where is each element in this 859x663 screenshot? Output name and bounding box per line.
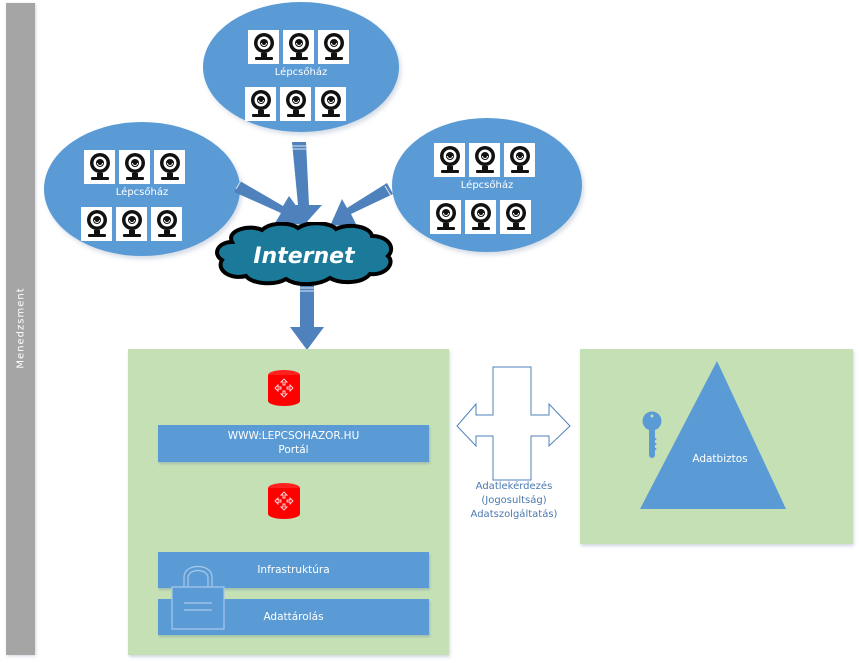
webcam-icon <box>504 143 535 177</box>
webcam-icon <box>151 207 182 241</box>
camera-row <box>245 87 346 121</box>
camera-row <box>84 150 185 184</box>
stairwell-top: Lépcsőház <box>203 2 399 132</box>
infrastructure-bar: Infrastruktúra <box>158 552 429 588</box>
infrastructure-label: Infrastruktúra <box>257 564 330 576</box>
webcam-icon <box>245 87 276 121</box>
camera-row <box>81 207 182 241</box>
stairwell-right: Lépcsőház <box>392 118 582 252</box>
webcam-icon <box>430 200 461 234</box>
storage-label: Adattárolás <box>263 611 324 623</box>
stairwell-left: Lépcsőház <box>44 122 240 256</box>
bidirectional-arrow <box>456 366 571 481</box>
webcam-icon <box>280 87 311 121</box>
webcam-icon <box>81 207 112 241</box>
webcam-icon <box>318 30 349 64</box>
arrow-right-to-internet <box>330 183 393 226</box>
internet-label: Internet <box>253 244 356 269</box>
portal-label: Portál <box>278 444 309 456</box>
webcam-icon <box>500 200 531 234</box>
webcam-icon <box>283 30 314 64</box>
portal-panel: WWW:LEPCSOHAZOR.HU Portál Infrastruktúra… <box>128 349 449 655</box>
stairwell-label: Lépcsőház <box>274 67 328 78</box>
arrow-internet-to-portal <box>290 284 324 350</box>
webcam-icon <box>469 143 500 177</box>
webcam-icon <box>465 200 496 234</box>
router-icon <box>268 370 300 406</box>
camera-row <box>434 143 535 177</box>
router-icon <box>268 483 300 519</box>
stairwell-label: Lépcsőház <box>460 180 514 191</box>
exchange-line-3: Adatszolgáltatás) <box>470 509 558 520</box>
exchange-text: Adatlekérdezés (Jogosultság) Adatszolgál… <box>454 480 574 522</box>
webcam-icon <box>154 150 185 184</box>
camera-row <box>430 200 531 234</box>
arrow-top-to-internet <box>286 142 322 225</box>
internet-cloud: Internet <box>215 222 394 286</box>
portal-bar: WWW:LEPCSOHAZOR.HU Portál <box>158 425 429 462</box>
exchange-line-1: Adatlekérdezés <box>475 481 553 492</box>
webcam-icon <box>84 150 115 184</box>
trustee-label: Adatbiztos <box>692 453 748 465</box>
padlock-icon <box>171 565 225 630</box>
key-icon <box>642 411 662 458</box>
camera-row <box>248 30 349 64</box>
webcam-icon <box>119 150 150 184</box>
portal-url: WWW:LEPCSOHAZOR.HU <box>227 430 360 442</box>
webcam-icon <box>116 207 147 241</box>
stairwell-label: Lépcsőház <box>115 187 169 198</box>
webcam-icon <box>248 30 279 64</box>
trustee-panel: Adatbiztos <box>580 349 853 544</box>
management-bar: Menedzsment <box>6 3 35 655</box>
arrow-left-to-internet <box>234 178 310 225</box>
exchange-line-2: (Jogosultság) <box>481 495 547 506</box>
trustee-triangle <box>640 361 786 509</box>
webcam-icon <box>315 87 346 121</box>
webcam-icon <box>434 143 465 177</box>
